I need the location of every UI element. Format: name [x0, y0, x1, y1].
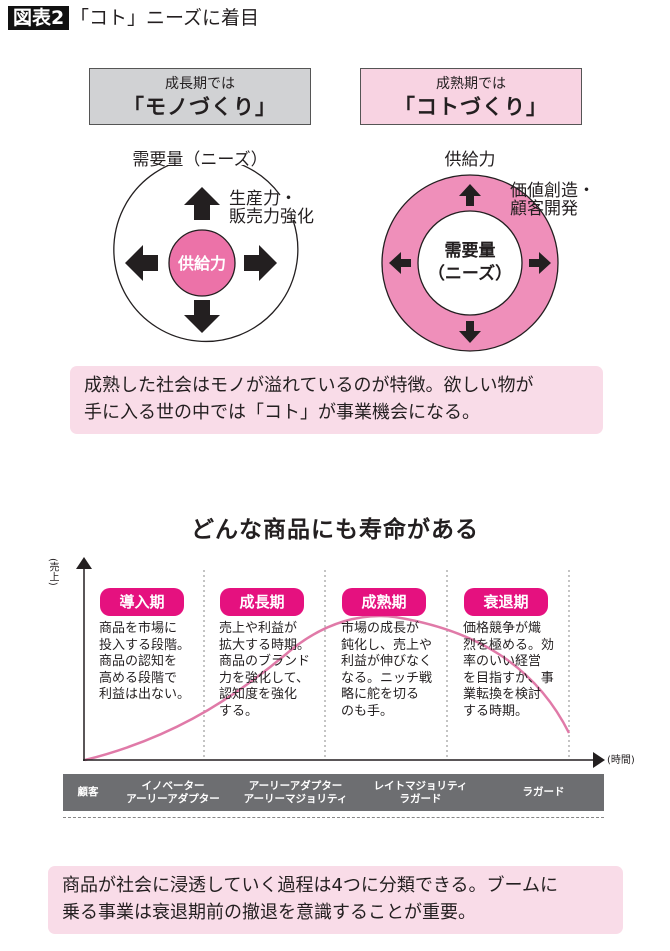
demand-inner-circle: [417, 210, 523, 316]
comparison-note: 成熟した社会はモノが溢れているのが特徴。欲しい物が 手に入る世の中では「コト」が…: [70, 366, 603, 434]
growth-phase-main: 「モノづくり」: [123, 95, 277, 119]
note-line: 手に入る世の中では「コト」が事業機会になる。: [84, 402, 480, 423]
phase-mature-pill: 成熟期: [342, 588, 426, 616]
left-side-note: 生産力・ 販売力強化: [229, 190, 314, 226]
mature-phase-sub: 成熟期では: [436, 76, 506, 92]
outward-arrows-icon: [125, 187, 277, 333]
mature-phase-main: 「コトづくり」: [394, 95, 548, 119]
customer-cell: アーリーアダプター アーリーマジョリティ: [243, 779, 348, 805]
lifecycle-chart: [76, 557, 605, 768]
growth-phase-sub: 成長期では: [165, 76, 235, 92]
supply-circle: [168, 229, 236, 297]
center-label-line: （ニーズ）: [427, 264, 513, 284]
note-line: 商品が社会に浸透していく過程は4つに分類できる。ブームに: [62, 875, 559, 896]
outward-arrows-icon: [389, 184, 551, 343]
center-label-line: 需要量: [444, 241, 496, 261]
phase-intro-pill: 導入期: [100, 588, 184, 616]
y-axis-label: (売上): [47, 558, 58, 586]
phase-decline-desc: 価格競争が熾 烈を極める。効 率のいい経営 を目指すか、事 業転換を検討 する時…: [463, 621, 555, 719]
x-axis-label: (時間): [607, 755, 635, 766]
customer-cell: ラガード: [522, 786, 565, 798]
lifecycle-note: 商品が社会に浸透していく過程は4つに分類できる。ブームに 乗る事業は衰退期前の撤…: [48, 866, 623, 934]
phase-growth-desc: 売上や利益が 拡大する時期。 商品のブランド 力を強化して、 認知度を強化 する…: [219, 621, 311, 719]
note-line: 乗る事業は衰退期前の撤退を意識することが重要。: [62, 902, 476, 923]
x-axis-arrow-icon: [593, 752, 605, 768]
mature-phase-box: 成熟期では 「コトづくり」: [360, 68, 582, 125]
demand-creation-diagram: [381, 174, 559, 352]
right-center-label: 需要量 （ニーズ）: [420, 240, 520, 286]
side-note-line: 生産力・: [229, 189, 297, 209]
dashed-divider: [63, 817, 604, 818]
left-center-label: 供給力: [177, 254, 226, 273]
customer-cell: レイトマジョリティ ラガード: [373, 779, 468, 805]
customer-cell: イノベーター アーリーアダプター: [126, 779, 220, 805]
phase-growth-pill: 成長期: [220, 588, 304, 616]
customer-segments-bar: 顧客 イノベーター アーリーアダプター アーリーアダプター アーリーマジョリティ…: [63, 774, 604, 811]
side-note-line: 顧客開発: [510, 199, 578, 219]
y-axis-arrow-icon: [76, 557, 92, 569]
figure-title: 「コト」ニーズに着目: [70, 7, 260, 29]
right-outer-label: 供給力: [444, 150, 496, 170]
phase-intro-desc: 商品を市場に 投入する段階。 商品の認知を 高める段階で 利益は出ない。: [99, 621, 191, 702]
note-line: 成熟した社会はモノが溢れているのが特徴。欲しい物が: [84, 375, 534, 396]
supply-push-diagram: [113, 165, 299, 343]
right-side-note: 価値創造・ 顧客開発: [510, 182, 595, 218]
growth-phase-box: 成長期では 「モノづくり」: [89, 68, 311, 125]
phase-decline-pill: 衰退期: [464, 588, 548, 616]
left-outer-label: 需要量（ニーズ）: [132, 150, 268, 170]
figure-label: 図表2: [8, 6, 70, 30]
side-note-line: 販売力強化: [229, 207, 314, 227]
demand-circle-outline: [113, 165, 299, 343]
lifecycle-title: どんな商品にも寿命がある: [191, 517, 479, 543]
phase-mature-desc: 市場の成長が 鈍化し、売上や 利益が伸びなく なる。ニッチ戦 略に舵を切る のも…: [341, 621, 433, 719]
phase-dividers: [203, 570, 570, 760]
customer-header: 顧客: [77, 786, 99, 798]
side-note-line: 価値創造・: [510, 181, 595, 201]
sales-curve: [84, 614, 571, 762]
